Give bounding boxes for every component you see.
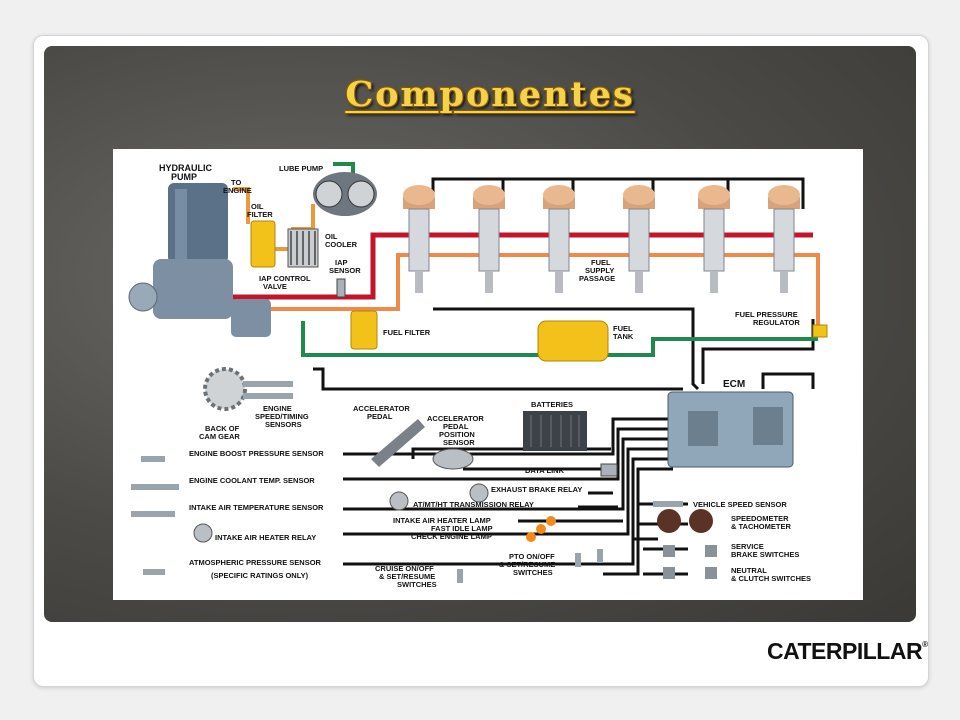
accelerator-pedal (371, 419, 425, 467)
label-data-link: DATA LINK (525, 466, 565, 475)
slide-title: Componentes (345, 74, 635, 115)
registered-mark: ® (922, 640, 928, 649)
iap-sensor (336, 278, 346, 298)
label-engine-coolant: ENGINE COOLANT TEMP. SENSOR (189, 476, 315, 485)
high-pressure-oil-line (233, 232, 813, 300)
label-batteries: BATTERIES (531, 400, 573, 409)
brake-switches (663, 545, 717, 557)
label-fuel-filter: FUEL FILTER (383, 328, 431, 337)
fuel-filter (350, 310, 378, 350)
relays (193, 483, 489, 543)
label-engine-boost: ENGINE BOOST PRESSURE SENSOR (189, 449, 324, 458)
oil-filter (250, 220, 276, 268)
fuel-tank (537, 320, 609, 362)
data-link (600, 463, 618, 477)
oil-cooler (287, 228, 319, 268)
ecm (667, 391, 794, 468)
label-speedometer: SPEEDOMETER& TACHOMETER (731, 514, 791, 531)
label-intake-air-temp: INTAKE AIR TEMPERATURE SENSOR (189, 503, 324, 512)
warning-lamps (526, 516, 556, 542)
label-atmospheric: ATMOSPHERIC PRESSURE SENSOR(SPECIFIC RAT… (189, 558, 322, 580)
caterpillar-logo: CATERPILLAR® (767, 638, 928, 665)
label-intake-air-heater-relay: INTAKE AIR HEATER RELAY (215, 533, 316, 542)
fuel-injectors (403, 185, 800, 293)
label-ecm: ECM (723, 379, 745, 390)
label-transmission-relay: AT/MT/HT TRANSMISSION RELAY (413, 500, 534, 509)
gauges (657, 509, 713, 533)
batteries (523, 411, 587, 451)
brand-name: CATERPILLAR (767, 638, 923, 664)
label-exhaust-brake-relay: EXHAUST BRAKE RELAY (491, 485, 582, 494)
lube-pump (313, 172, 377, 216)
accelerator-pedal-position-sensor (432, 448, 474, 470)
label-vehicle-speed: VEHICLE SPEED SENSOR (693, 500, 787, 509)
clutch-switches (663, 567, 717, 579)
label-lube-pump: LUBE PUMP (279, 164, 323, 173)
label-neutral-clutch: NEUTRAL& CLUTCH SWITCHES (731, 566, 811, 583)
hydraulic-pump (128, 183, 271, 337)
cam-gear (203, 367, 293, 411)
sensor-probes (131, 456, 683, 583)
fuel-pressure-regulator (812, 324, 828, 338)
